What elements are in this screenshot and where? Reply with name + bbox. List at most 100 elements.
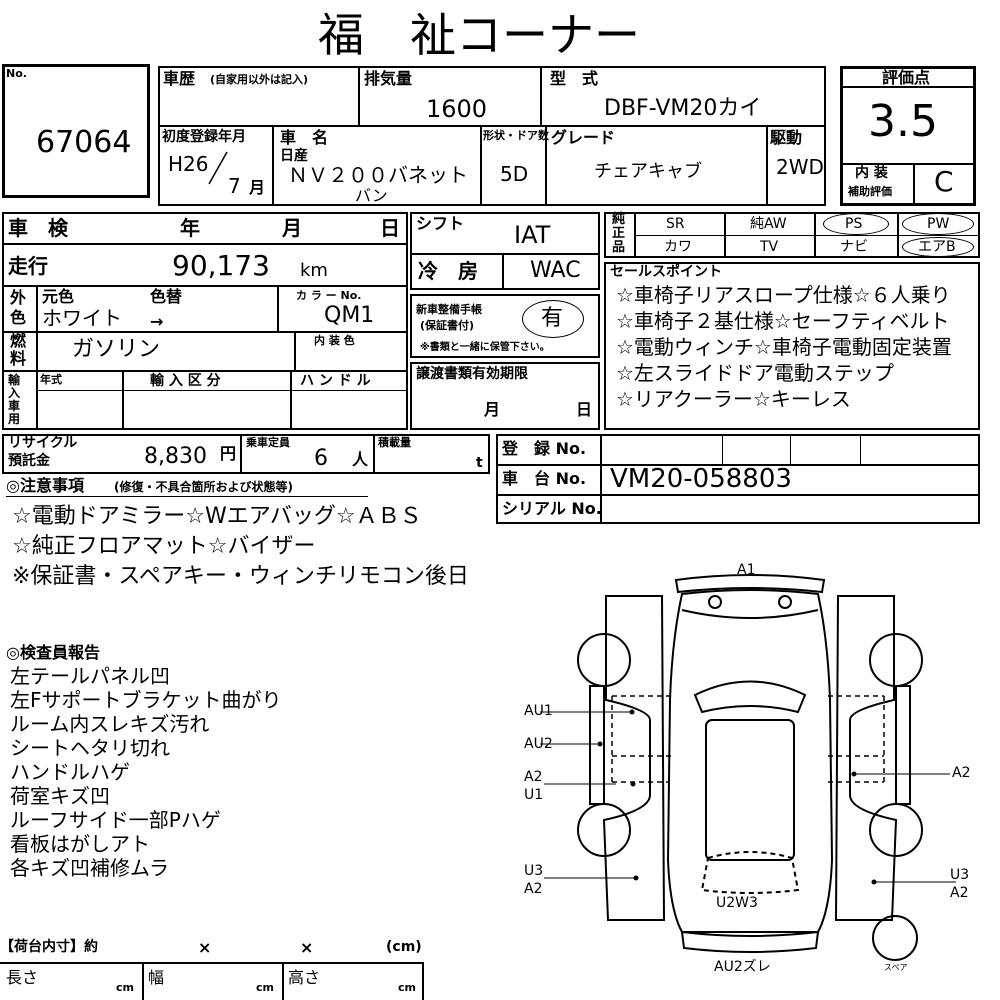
shaken-day-label: 日 <box>380 216 400 240</box>
option-pw-circle <box>902 213 974 235</box>
inspector-line-6: 荷室キズ凹 <box>10 784 110 808</box>
interior-color-label: 内 装 色 <box>314 334 355 347</box>
registration-table <box>496 434 980 524</box>
mark-left-mid-1: A2 <box>524 769 543 785</box>
lot-number: 67064 <box>36 125 132 160</box>
mark-right-low-2: A2 <box>950 885 969 901</box>
vehicle-damage-diagram <box>540 574 956 961</box>
cargo-x1: × <box>198 938 212 957</box>
cargo-height-cm: cm <box>398 981 416 994</box>
inspector-line-9: 各キズ凹補修ムラ <box>10 856 169 880</box>
first-reg-label: 初度登録年月 <box>162 129 246 145</box>
shift-label: シフト <box>416 214 465 233</box>
inspector-line-3: ルーム内スレキズ汚れ <box>10 712 210 736</box>
body-outline <box>666 589 834 933</box>
drive-value: 2WD <box>776 155 824 179</box>
first-reg-slash <box>208 151 228 185</box>
grade-value: チェアキャブ <box>594 161 702 182</box>
shaken-year-label: 年 <box>180 216 200 240</box>
notes-title: ◎注意事項 <box>6 476 84 495</box>
inspector-line-4: シートヘタリ切れ <box>10 736 170 760</box>
mileage-value: 90,173 <box>172 249 270 282</box>
displacement-label: 排気量 <box>364 69 413 88</box>
color-side-2: 色 <box>10 308 27 327</box>
first-reg-month: 7 <box>228 174 241 198</box>
transfer-day: 日 <box>576 400 593 419</box>
color-no-label: カ ラ ー No. <box>296 289 362 302</box>
top-info-grid <box>158 66 826 206</box>
grade-label: グレード <box>551 128 616 147</box>
option-tv: TV <box>760 239 779 255</box>
sales-point-1: ☆車椅子リアスロープ仕様☆６人乗り <box>616 283 951 307</box>
doors-value: 5D <box>500 162 529 186</box>
specs-table <box>2 212 408 430</box>
option-ps-circle <box>823 213 889 235</box>
first-reg-year: H26 <box>168 152 209 176</box>
car-maker: 日産 <box>280 148 308 164</box>
recycle-amount: 8,830 <box>144 444 207 469</box>
transfer-month: 月 <box>484 400 501 419</box>
inspector-line-7: ルーフサイド一部Pハゲ <box>10 808 221 832</box>
mark-a1: A1 <box>737 562 756 578</box>
handle-label: ハ ン ド ル <box>300 373 371 389</box>
transfer-label: 譲渡書類有効期限 <box>416 366 528 382</box>
mark-left-low-1: U3 <box>524 863 544 879</box>
option-leather: カワ <box>664 239 692 255</box>
option-pw: PW <box>927 216 950 232</box>
import-type-label: 輸 入 区 分 <box>150 373 221 389</box>
serial-label: シリアル No. <box>502 499 602 518</box>
options-side-1: 純 <box>612 212 626 227</box>
page-title: 福 祉コーナー <box>318 8 640 62</box>
spare-label: スペア <box>884 963 908 972</box>
maintenance-note: ※書類と一緒に保管下さい。 <box>420 342 550 353</box>
mark-left-low-2: A2 <box>524 881 543 897</box>
cargo-length-label: 長さ <box>6 968 39 987</box>
sales-point-3: ☆電動ウィンチ☆車椅子電動固定装置 <box>616 335 952 359</box>
maintenance-box <box>410 294 600 358</box>
option-aw: 純AW <box>750 216 787 232</box>
rear-left-wheel <box>577 803 631 857</box>
mark-left-mid-2: U1 <box>524 787 544 803</box>
model-label: 型 式 <box>550 69 599 88</box>
front-left-wheel <box>577 633 631 687</box>
orig-color-label: 元色 <box>42 287 75 306</box>
fuel-value: ガソリン <box>72 337 161 362</box>
left-headlight <box>708 595 722 609</box>
options-side-2: 正 <box>612 226 626 241</box>
shift-table <box>410 212 600 290</box>
sales-points-box <box>604 262 980 430</box>
capacity-label: 乗車定員 <box>246 436 290 449</box>
rear-right-wheel <box>869 803 923 857</box>
displacement-value: 1600 <box>426 95 488 123</box>
right-headlight <box>778 595 792 609</box>
interior-label-2: 補助評価 <box>848 185 892 198</box>
import-year-label: 年式 <box>40 373 62 386</box>
drive-label: 駆動 <box>770 128 803 147</box>
mark-right-mid: A2 <box>952 765 971 781</box>
rating-label: 評価点 <box>882 68 931 87</box>
maintenance-label-1: 新車整備手帳 <box>416 303 482 316</box>
sales-point-2: ☆車椅子２基仕様☆セーフティベルト <box>616 309 950 333</box>
mark-right-low-1: U3 <box>950 867 970 883</box>
recycle-unit: 円 <box>220 444 237 463</box>
notes-subtitle: (修復・不具合箇所および状態等) <box>114 480 293 494</box>
chassis-value: VM20-058803 <box>610 464 792 494</box>
color-side-1: 外 <box>10 288 27 307</box>
options-side-3: 品 <box>612 240 626 255</box>
shift-value: IAT <box>514 221 551 249</box>
transfer-box <box>410 362 600 430</box>
color-arrow: → <box>150 312 164 331</box>
color-change-label: 色替 <box>150 287 183 306</box>
note-line-2: ☆純正フロアマット☆バイザー <box>12 534 316 559</box>
inspector-line-5: ハンドルハゲ <box>10 760 130 784</box>
history-label: 車歴 <box>163 69 196 88</box>
right-side-panel <box>834 595 898 921</box>
note-line-3: ※保証書・スペアキー・ウィンチリモコン後日 <box>12 564 469 589</box>
maintenance-circle <box>522 300 584 338</box>
lot-label: No. <box>6 67 27 80</box>
cargo-width-label: 幅 <box>148 968 165 987</box>
left-side-panel <box>602 595 666 921</box>
ac-label: 冷 房 <box>418 259 478 283</box>
mark-au1: AU1 <box>524 703 553 719</box>
import-side-label: 輸入車用 <box>8 373 21 426</box>
